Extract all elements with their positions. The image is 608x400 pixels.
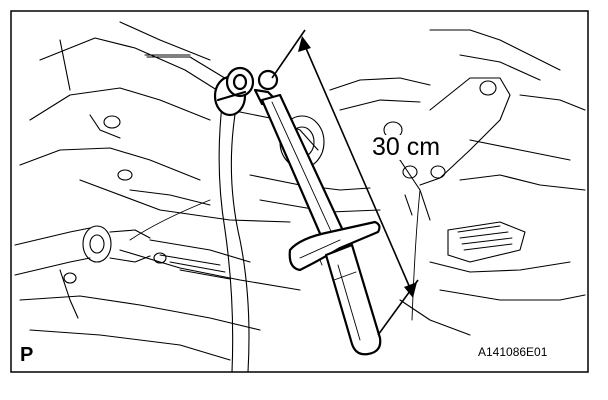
background-components	[14, 21, 586, 372]
dimension-arrow	[271, 29, 419, 336]
view-label: P	[20, 344, 34, 366]
torque-wrench	[253, 69, 382, 356]
figure-border	[10, 10, 589, 373]
leader-line	[146, 56, 229, 81]
dimension-label: 30 cm	[370, 133, 443, 161]
figure-code: A141086E01	[478, 345, 548, 359]
nut-fitting	[213, 66, 255, 117]
